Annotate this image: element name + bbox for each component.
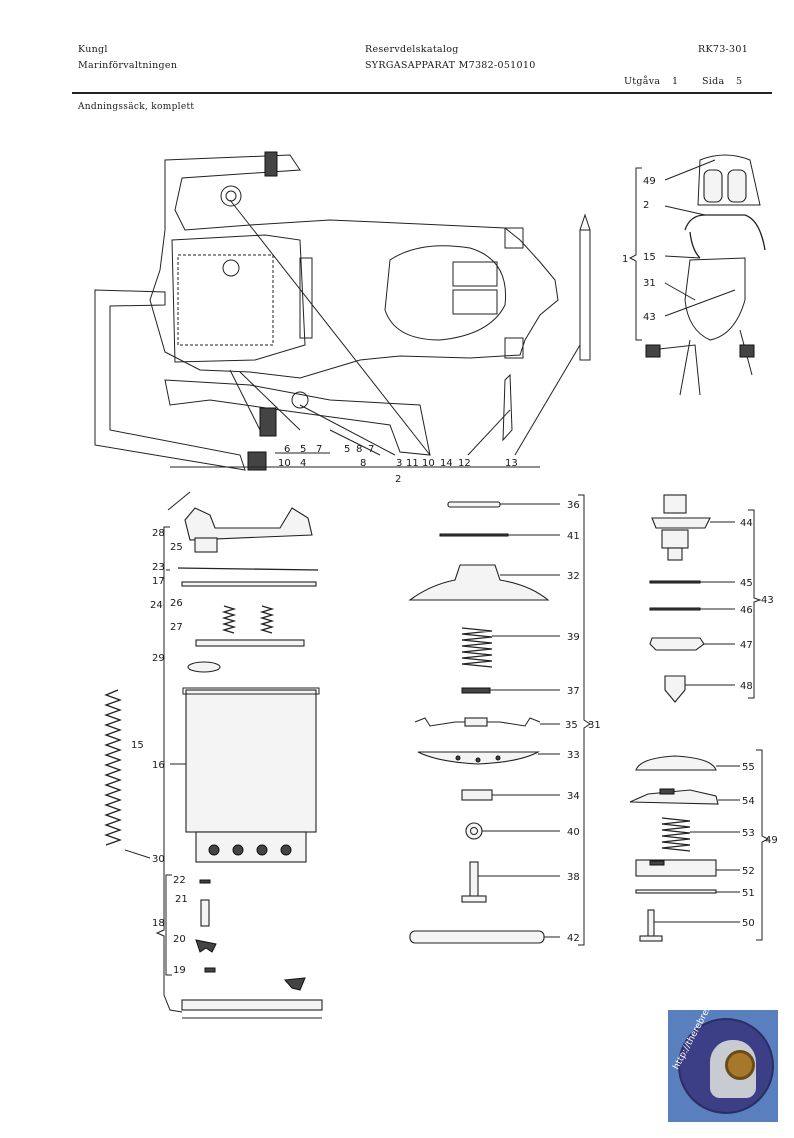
callout: 3 — [396, 458, 402, 469]
callout: 43 — [643, 312, 656, 323]
callout: 21 — [175, 894, 188, 905]
callout: 24 — [150, 600, 163, 611]
callout: 5 — [300, 444, 306, 455]
catalog-subtitle: SYRGASAPPARAT M7382-051010 — [365, 60, 536, 71]
helmet-porthole-icon — [725, 1050, 755, 1080]
right-upper-drawing: 44 45 46 43 47 48 — [649, 494, 774, 703]
callout: 39 — [567, 632, 580, 643]
callout: 17 — [152, 576, 165, 587]
callout: 44 — [740, 518, 753, 529]
logo-circle — [678, 1018, 774, 1114]
logo-url: http://therebreathersite.nl — [672, 963, 776, 1120]
callout: 11 — [406, 458, 419, 469]
page-value: 5 — [736, 76, 743, 87]
callout: 45 — [740, 578, 753, 589]
callout: 31 — [588, 720, 601, 731]
callout: 33 — [567, 750, 580, 761]
callout: 31 — [643, 278, 656, 289]
right-lower-drawing: 55 54 53 49 52 51 50 — [629, 749, 778, 942]
callout: 14 — [440, 458, 453, 469]
callout: 2 — [643, 200, 649, 211]
callout: 8 — [360, 458, 366, 469]
callout: 29 — [152, 653, 165, 664]
callout: 55 — [742, 762, 755, 773]
callout: 8 — [356, 444, 362, 455]
callout: 15 — [643, 252, 656, 263]
callout: 49 — [765, 835, 778, 846]
breathing-bag-drawing — [94, 151, 591, 471]
callout: 35 — [565, 720, 578, 731]
callout: 50 — [742, 918, 755, 929]
org-line-1: Kungl — [78, 44, 108, 55]
callout: 54 — [742, 796, 755, 807]
rebreather-site-logo: http://therebreathersite.nl — [668, 963, 778, 1122]
callout: 26 — [170, 598, 183, 609]
callout: 25 — [170, 542, 183, 553]
callout: 43 — [761, 595, 774, 606]
callout: 16 — [152, 760, 165, 771]
callout: 18 — [152, 918, 165, 929]
callout: 13 — [505, 458, 518, 469]
callout: 41 — [567, 531, 580, 542]
callout: 10 — [278, 458, 291, 469]
callout: 7 — [368, 444, 374, 455]
top-callouts: 6 5 7 5 8 7 10 4 8 3 11 10 14 12 13 2 — [278, 444, 518, 485]
callout: 37 — [567, 686, 580, 697]
header-rule — [72, 92, 772, 94]
callout: 22 — [173, 875, 186, 886]
edition-value: 1 — [672, 76, 679, 87]
callout: 2 — [395, 474, 401, 485]
callout: 47 — [740, 640, 753, 651]
callout: 52 — [742, 866, 755, 877]
callout: 49 — [643, 176, 656, 187]
callout: 36 — [567, 500, 580, 511]
callout: 51 — [742, 888, 755, 899]
callout: 27 — [170, 622, 183, 633]
org-line-2: Marinförvaltningen — [78, 60, 178, 71]
left-assembly-drawing: 28 25 23 17 24 26 27 29 15 16 30 22 21 1… — [104, 491, 323, 1019]
doc-number: RK73-301 — [698, 44, 749, 55]
callout: 28 — [152, 528, 165, 539]
callout: 7 — [316, 444, 322, 455]
callout: 10 — [422, 458, 435, 469]
callout: 15 — [131, 740, 144, 751]
callout: 34 — [567, 791, 580, 802]
middle-assembly-drawing: 36 41 32 39 37 35 31 33 34 40 38 42 — [408, 494, 601, 946]
callout: 4 — [300, 458, 306, 469]
callout: 46 — [740, 605, 753, 616]
page-label: Sida — [702, 76, 725, 87]
edition-label: Utgåva — [624, 76, 661, 87]
section-title: Andningssäck, komplett — [78, 102, 195, 112]
callout: 12 — [458, 458, 471, 469]
callout: 40 — [567, 827, 580, 838]
callout: 53 — [742, 828, 755, 839]
callout: 42 — [567, 933, 580, 944]
callout: 48 — [740, 681, 753, 692]
callout: 32 — [567, 571, 580, 582]
callout: 6 — [284, 444, 290, 455]
callout: 5 — [344, 444, 350, 455]
callout: 1 — [622, 254, 628, 265]
callout: 30 — [152, 854, 165, 865]
callout: 20 — [173, 934, 186, 945]
overview-drawing: 49 2 15 31 43 1 — [622, 154, 766, 396]
callout: 38 — [567, 872, 580, 883]
callout: 23 — [152, 562, 165, 573]
callout: 19 — [173, 965, 186, 976]
catalog-title: Reservdelskatalog — [365, 44, 459, 55]
